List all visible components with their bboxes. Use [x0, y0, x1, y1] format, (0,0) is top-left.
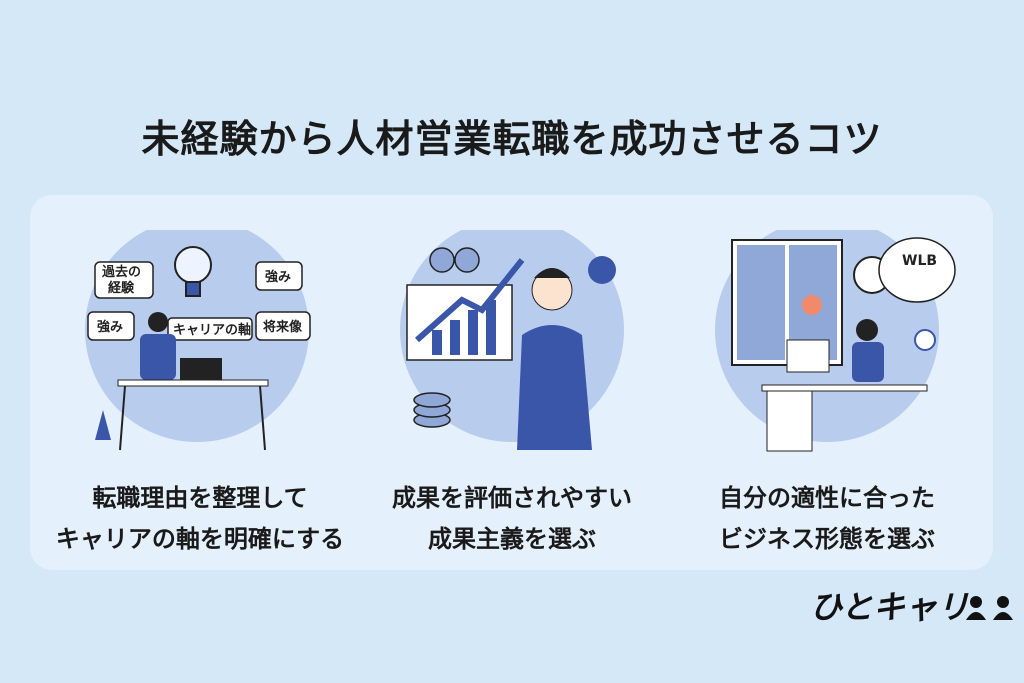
career-axis-illustration: 過去の 経験 強み 強み 将来像 キャリアの軸: [85, 230, 311, 451]
caption-line: 成果主義を選ぶ: [428, 525, 596, 553]
performance-illustration: [400, 230, 624, 450]
chart-board-icon: [406, 258, 525, 361]
bubble-text: 強み: [265, 269, 291, 285]
work-style-illustration: WLB: [715, 230, 956, 452]
wlb-label: WLB: [902, 253, 937, 269]
caption-line: 自分の適性に合った: [719, 484, 935, 512]
people-icon: [966, 596, 1013, 620]
check-icon: [914, 329, 936, 351]
award-ribbon-icon: [588, 256, 616, 284]
bubble-text: 過去の: [101, 264, 141, 280]
lightbulb-icon: [174, 246, 212, 297]
bubble-text: 強み: [97, 319, 123, 335]
coin-icon: [413, 247, 480, 428]
thought-bubble-wlb: WLB: [878, 237, 956, 303]
caption-line: キャリアの軸を明確にする: [55, 525, 345, 553]
bubble-text: 将来像: [263, 319, 303, 335]
logo-text: ひとキャリ: [810, 588, 969, 626]
speech-bubble: [94, 261, 154, 299]
person-at-desk-icon: [95, 312, 269, 451]
page-title: 未経験から人材営業転職を成功させるコツ: [141, 117, 883, 161]
tip-caption-1: 転職理由を整理して キャリアの軸を明確にする: [30, 478, 370, 560]
businessman-icon: [517, 268, 592, 450]
caption-line: 成果を評価されやすい: [392, 484, 632, 512]
caption-line: ビジネス形態を選ぶ: [719, 525, 935, 553]
tip-caption-3: 自分の適性に合った ビジネス形態を選ぶ: [657, 478, 997, 560]
tip-caption-2: 成果を評価されやすい 成果主義を選ぶ: [342, 478, 682, 560]
bubble-text: キャリアの軸: [173, 322, 251, 338]
hitocari-logo: ひとキャリ: [810, 588, 1013, 626]
bubble-text: 経験: [108, 280, 135, 296]
caption-line: 転職理由を整理して: [92, 484, 308, 512]
person-at-desk-icon: [761, 319, 928, 452]
